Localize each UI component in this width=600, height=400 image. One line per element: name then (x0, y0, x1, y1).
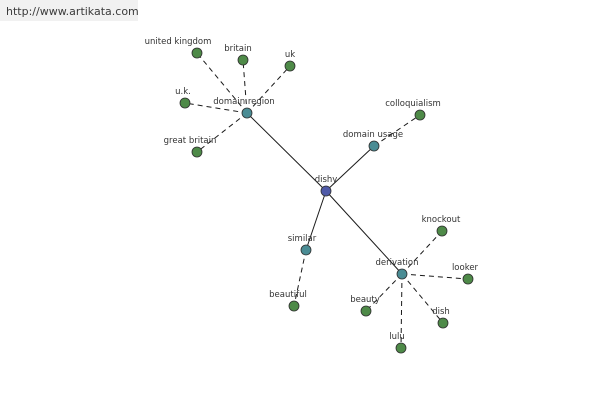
edge-derivation-knockout (401, 230, 443, 275)
edge-dishy-domain-usage (325, 145, 375, 192)
edge-similar-beautiful (293, 249, 307, 307)
node-label-beauty[interactable]: beauty (350, 295, 380, 305)
node-lulu[interactable] (395, 342, 407, 354)
node-dish[interactable] (437, 317, 449, 329)
node-label-beautiful[interactable]: beautiful (269, 290, 307, 300)
node-label-domain-region[interactable]: domain region (213, 97, 274, 107)
node-label-dish[interactable]: dish (432, 307, 450, 317)
edge-derivation-dish (401, 273, 444, 324)
node-label-united-kingdom[interactable]: united kingdom (145, 37, 212, 47)
graph-labels: dishy domain region domain usage similar der… (145, 37, 479, 342)
graph-edges (184, 52, 469, 349)
node-colloquialism[interactable] (414, 109, 426, 121)
edge-derivation-beauty (365, 273, 403, 312)
node-domain-usage[interactable] (368, 140, 380, 152)
node-uk[interactable] (284, 60, 296, 72)
node-label-u-k[interactable]: u.k. (175, 87, 191, 97)
url-bar: http://www.artikata.com (0, 0, 139, 21)
edge-domain-region-u-k (184, 102, 248, 114)
node-dishy[interactable] (320, 185, 332, 197)
edge-dishy-similar (305, 190, 327, 251)
edge-dishy-domain-region (246, 112, 327, 192)
node-united-kingdom[interactable] (191, 47, 203, 59)
node-similar[interactable] (300, 244, 312, 256)
node-label-looker[interactable]: looker (452, 263, 479, 273)
graph-nodes (179, 47, 474, 354)
node-label-colloquialism[interactable]: colloquialism (385, 99, 441, 109)
edge-domain-region-great-britain (196, 112, 248, 153)
node-label-dishy[interactable]: dishy (315, 175, 338, 185)
node-beauty[interactable] (360, 305, 372, 317)
node-britain[interactable] (237, 54, 249, 66)
node-u-k[interactable] (179, 97, 191, 109)
edge-derivation-looker (401, 273, 469, 280)
edge-derivation-lulu (400, 273, 403, 349)
node-knockout[interactable] (436, 225, 448, 237)
node-label-derivation[interactable]: derivation (375, 258, 418, 268)
node-great-britain[interactable] (191, 146, 203, 158)
edge-domain-region-united-kingdom (196, 52, 248, 114)
node-label-britain[interactable]: britain (224, 44, 252, 54)
node-label-similar[interactable]: similar (288, 234, 317, 244)
node-label-knockout[interactable]: knockout (422, 215, 461, 225)
node-label-lulu[interactable]: lulu (389, 332, 405, 342)
node-derivation[interactable] (396, 268, 408, 280)
node-label-uk[interactable]: uk (285, 50, 295, 60)
node-label-great-britain[interactable]: great britain (164, 136, 217, 146)
node-beautiful[interactable] (288, 300, 300, 312)
edge-domain-region-uk (246, 65, 291, 114)
node-domain-region[interactable] (241, 107, 253, 119)
edge-dishy-derivation (325, 190, 403, 275)
edge-domain-usage-colloquialism (373, 114, 421, 147)
node-looker[interactable] (462, 273, 474, 285)
node-label-domain-usage[interactable]: domain usage (343, 130, 403, 140)
site-url[interactable]: http://www.artikata.com (6, 5, 139, 18)
